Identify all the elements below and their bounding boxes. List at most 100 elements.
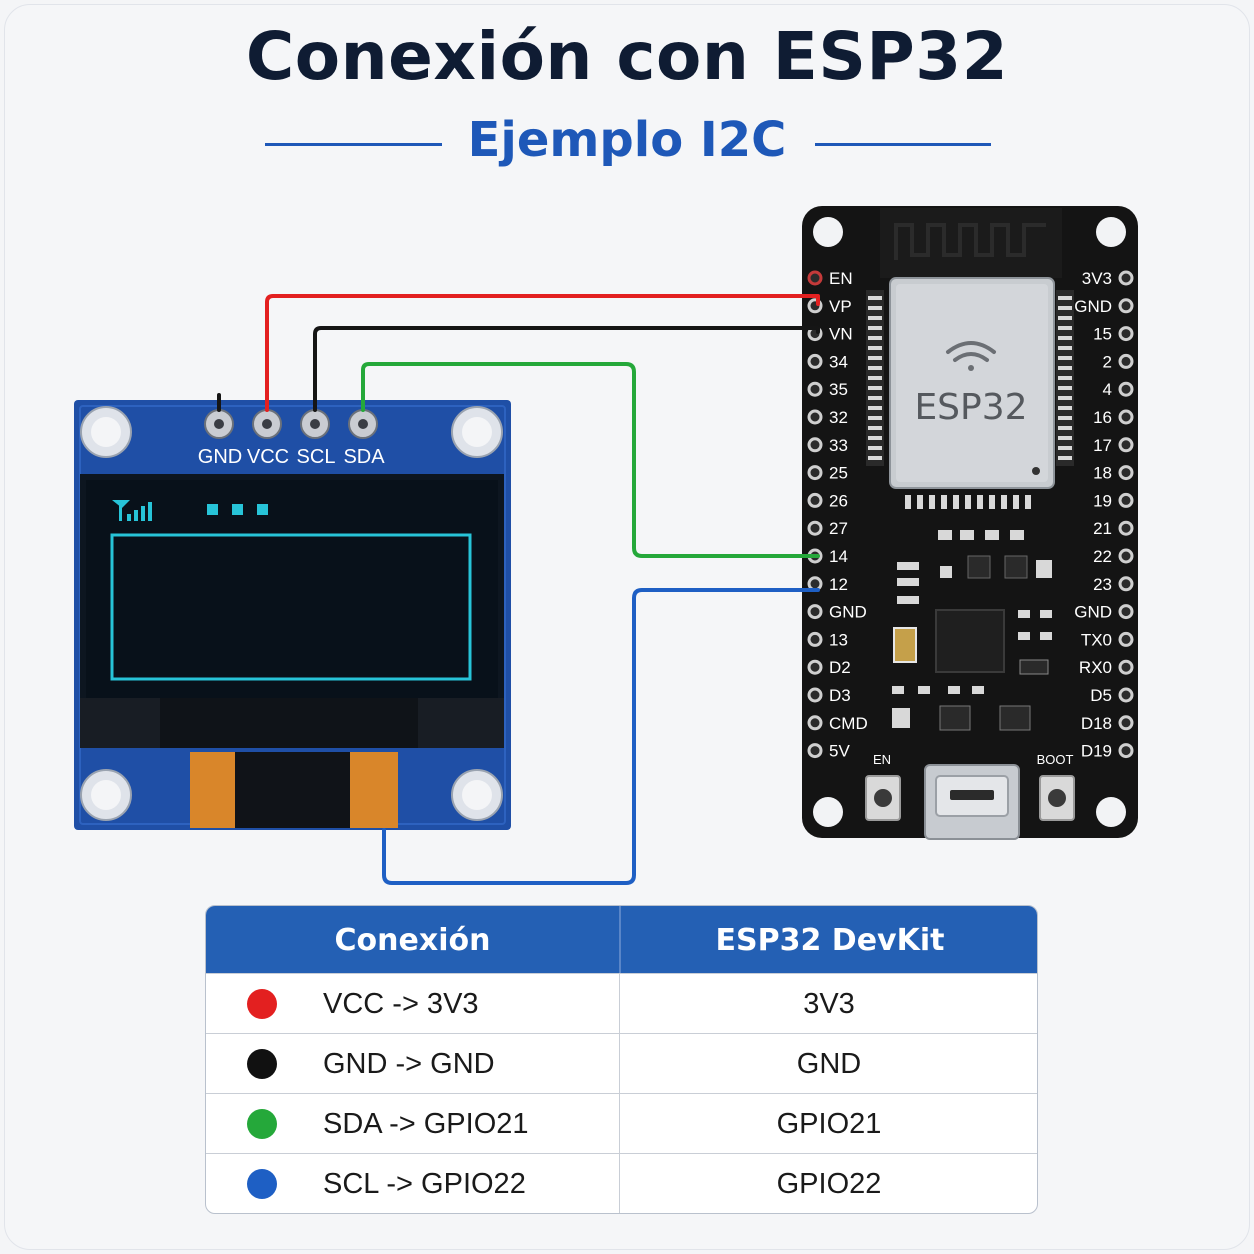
right-pin-label: 4 <box>1103 380 1112 399</box>
antenna-area <box>880 208 1062 278</box>
oled-pin-label-gnd: GND <box>198 446 242 468</box>
right-pin-label: 3V3 <box>1082 269 1112 288</box>
table-row: VCC -> 3V3 3V3 <box>206 973 1037 1033</box>
right-pin-label: 15 <box>1093 325 1112 344</box>
usb-connector-icon <box>924 764 1020 840</box>
right-pin-icon <box>1118 298 1134 314</box>
right-pin-label: GND <box>1074 297 1112 316</box>
right-pin-icon <box>1118 604 1134 620</box>
left-pin-icon <box>807 604 823 620</box>
left-pin-label: VN <box>829 325 853 344</box>
right-pin-label: 22 <box>1093 547 1112 566</box>
right-pin-label: 18 <box>1093 464 1112 483</box>
pin-hole <box>310 419 320 429</box>
left-pin-icon <box>807 409 823 425</box>
oled-module: GND VCC SCL SDA <box>74 400 511 830</box>
left-pin-icon <box>807 270 823 286</box>
mounting-hole-inner <box>462 417 492 447</box>
left-pin-label: 14 <box>829 547 848 566</box>
wire-scl <box>382 588 820 885</box>
subtitle-rule-left <box>265 143 442 146</box>
left-pin-label: D3 <box>829 686 851 705</box>
right-pin-icon <box>1118 687 1134 703</box>
mounting-hole-icon <box>813 217 843 247</box>
table-cell-devkit: 3V3 <box>619 974 1037 1033</box>
pin-hole <box>358 419 368 429</box>
color-dot-icon <box>247 1049 277 1079</box>
subtitle-row: Ejemplo I2C <box>0 112 1254 176</box>
oled-pin-label-sda: SDA <box>343 446 385 468</box>
mounting-hole-inner <box>91 417 121 447</box>
oled-bezel-inner <box>160 698 418 748</box>
wires <box>217 294 820 885</box>
right-pin-label: 16 <box>1093 408 1112 427</box>
oled-display-area <box>86 480 498 698</box>
table-header: Conexión ESP32 DevKit <box>206 906 1037 973</box>
left-pin-label: EN <box>829 269 853 288</box>
table-cell-connection: SDA -> GPIO21 <box>323 1108 529 1140</box>
mounting-hole-inner <box>91 780 121 810</box>
right-pin-icon <box>1118 492 1134 508</box>
right-pin-icon <box>1118 659 1134 675</box>
boot-button[interactable] <box>1039 775 1075 821</box>
table-cell-devkit: GPIO22 <box>619 1154 1037 1213</box>
esp32-board: ESP32 EN BOOT <box>802 206 1138 840</box>
right-pin-icon <box>1118 381 1134 397</box>
left-pin-label: D2 <box>829 658 851 677</box>
table-cell-devkit: GND <box>619 1034 1037 1093</box>
connection-table: Conexión ESP32 DevKit VCC -> 3V3 3V3 GND… <box>205 905 1038 1214</box>
right-pin-label: TX0 <box>1081 630 1112 649</box>
left-pin-label: 26 <box>829 491 848 510</box>
left-pin-label: VP <box>829 297 852 316</box>
left-pin-icon <box>807 743 823 759</box>
en-button-label: EN <box>873 752 891 767</box>
left-pin-label: 5V <box>829 742 850 761</box>
right-pin-icon <box>1118 715 1134 731</box>
left-pin-icon <box>807 437 823 453</box>
right-pin-label: GND <box>1074 603 1112 622</box>
left-pin-icon <box>807 715 823 731</box>
module-pads <box>866 290 1074 509</box>
table-cell-devkit: GPIO21 <box>619 1094 1037 1153</box>
left-pin-label: 12 <box>829 575 848 594</box>
left-pin-label: 13 <box>829 630 848 649</box>
left-pin-label: 33 <box>829 436 848 455</box>
boot-button-label: BOOT <box>1037 752 1074 767</box>
subtitle-rule-right <box>815 143 991 146</box>
page-subtitle: Ejemplo I2C <box>467 112 787 168</box>
status-dots-icon <box>207 504 268 515</box>
right-pin-header: 3V3GND152416171819212223GNDTX0RX0D5D18D1… <box>1074 269 1134 761</box>
right-pin-label: 21 <box>1093 519 1112 538</box>
wifi-icon <box>946 341 996 371</box>
left-pin-label: 34 <box>829 352 848 371</box>
pin1-marker-icon <box>1032 467 1040 475</box>
left-pin-label: 32 <box>829 408 848 427</box>
table-row: SDA -> GPIO21 GPIO21 <box>206 1093 1037 1153</box>
table-row: GND -> GND GND <box>206 1033 1037 1093</box>
left-pin-label: 27 <box>829 519 848 538</box>
esp32-shield-face <box>896 284 1048 482</box>
oled-pin-label-scl: SCL <box>297 446 336 468</box>
color-dot-icon <box>247 989 277 1019</box>
mounting-hole-icon <box>1096 217 1126 247</box>
right-pin-label: D18 <box>1081 714 1112 733</box>
mounting-hole-icon <box>813 797 843 827</box>
left-pin-icon <box>807 381 823 397</box>
right-pin-label: 19 <box>1093 491 1112 510</box>
table-header-devkit: ESP32 DevKit <box>619 906 1037 973</box>
page-title: Conexión con ESP32 <box>245 18 1009 95</box>
left-pin-label: CMD <box>829 714 868 733</box>
oled-pin-label-vcc: VCC <box>247 446 289 468</box>
color-dot-icon <box>247 1169 277 1199</box>
wire-vcc <box>265 294 820 412</box>
en-button[interactable] <box>865 775 901 821</box>
table-cell-connection: SCL -> GPIO22 <box>323 1168 526 1200</box>
flex-tab-left <box>190 752 235 828</box>
wiring-diagram: GND VCC SCL SDA <box>74 206 1138 885</box>
table-header-connection: Conexión <box>334 923 491 958</box>
right-pin-icon <box>1118 353 1134 369</box>
right-pin-label: 2 <box>1103 352 1112 371</box>
left-pin-icon <box>807 520 823 536</box>
antenna-trace <box>894 223 1046 260</box>
wire-sda <box>361 362 820 558</box>
